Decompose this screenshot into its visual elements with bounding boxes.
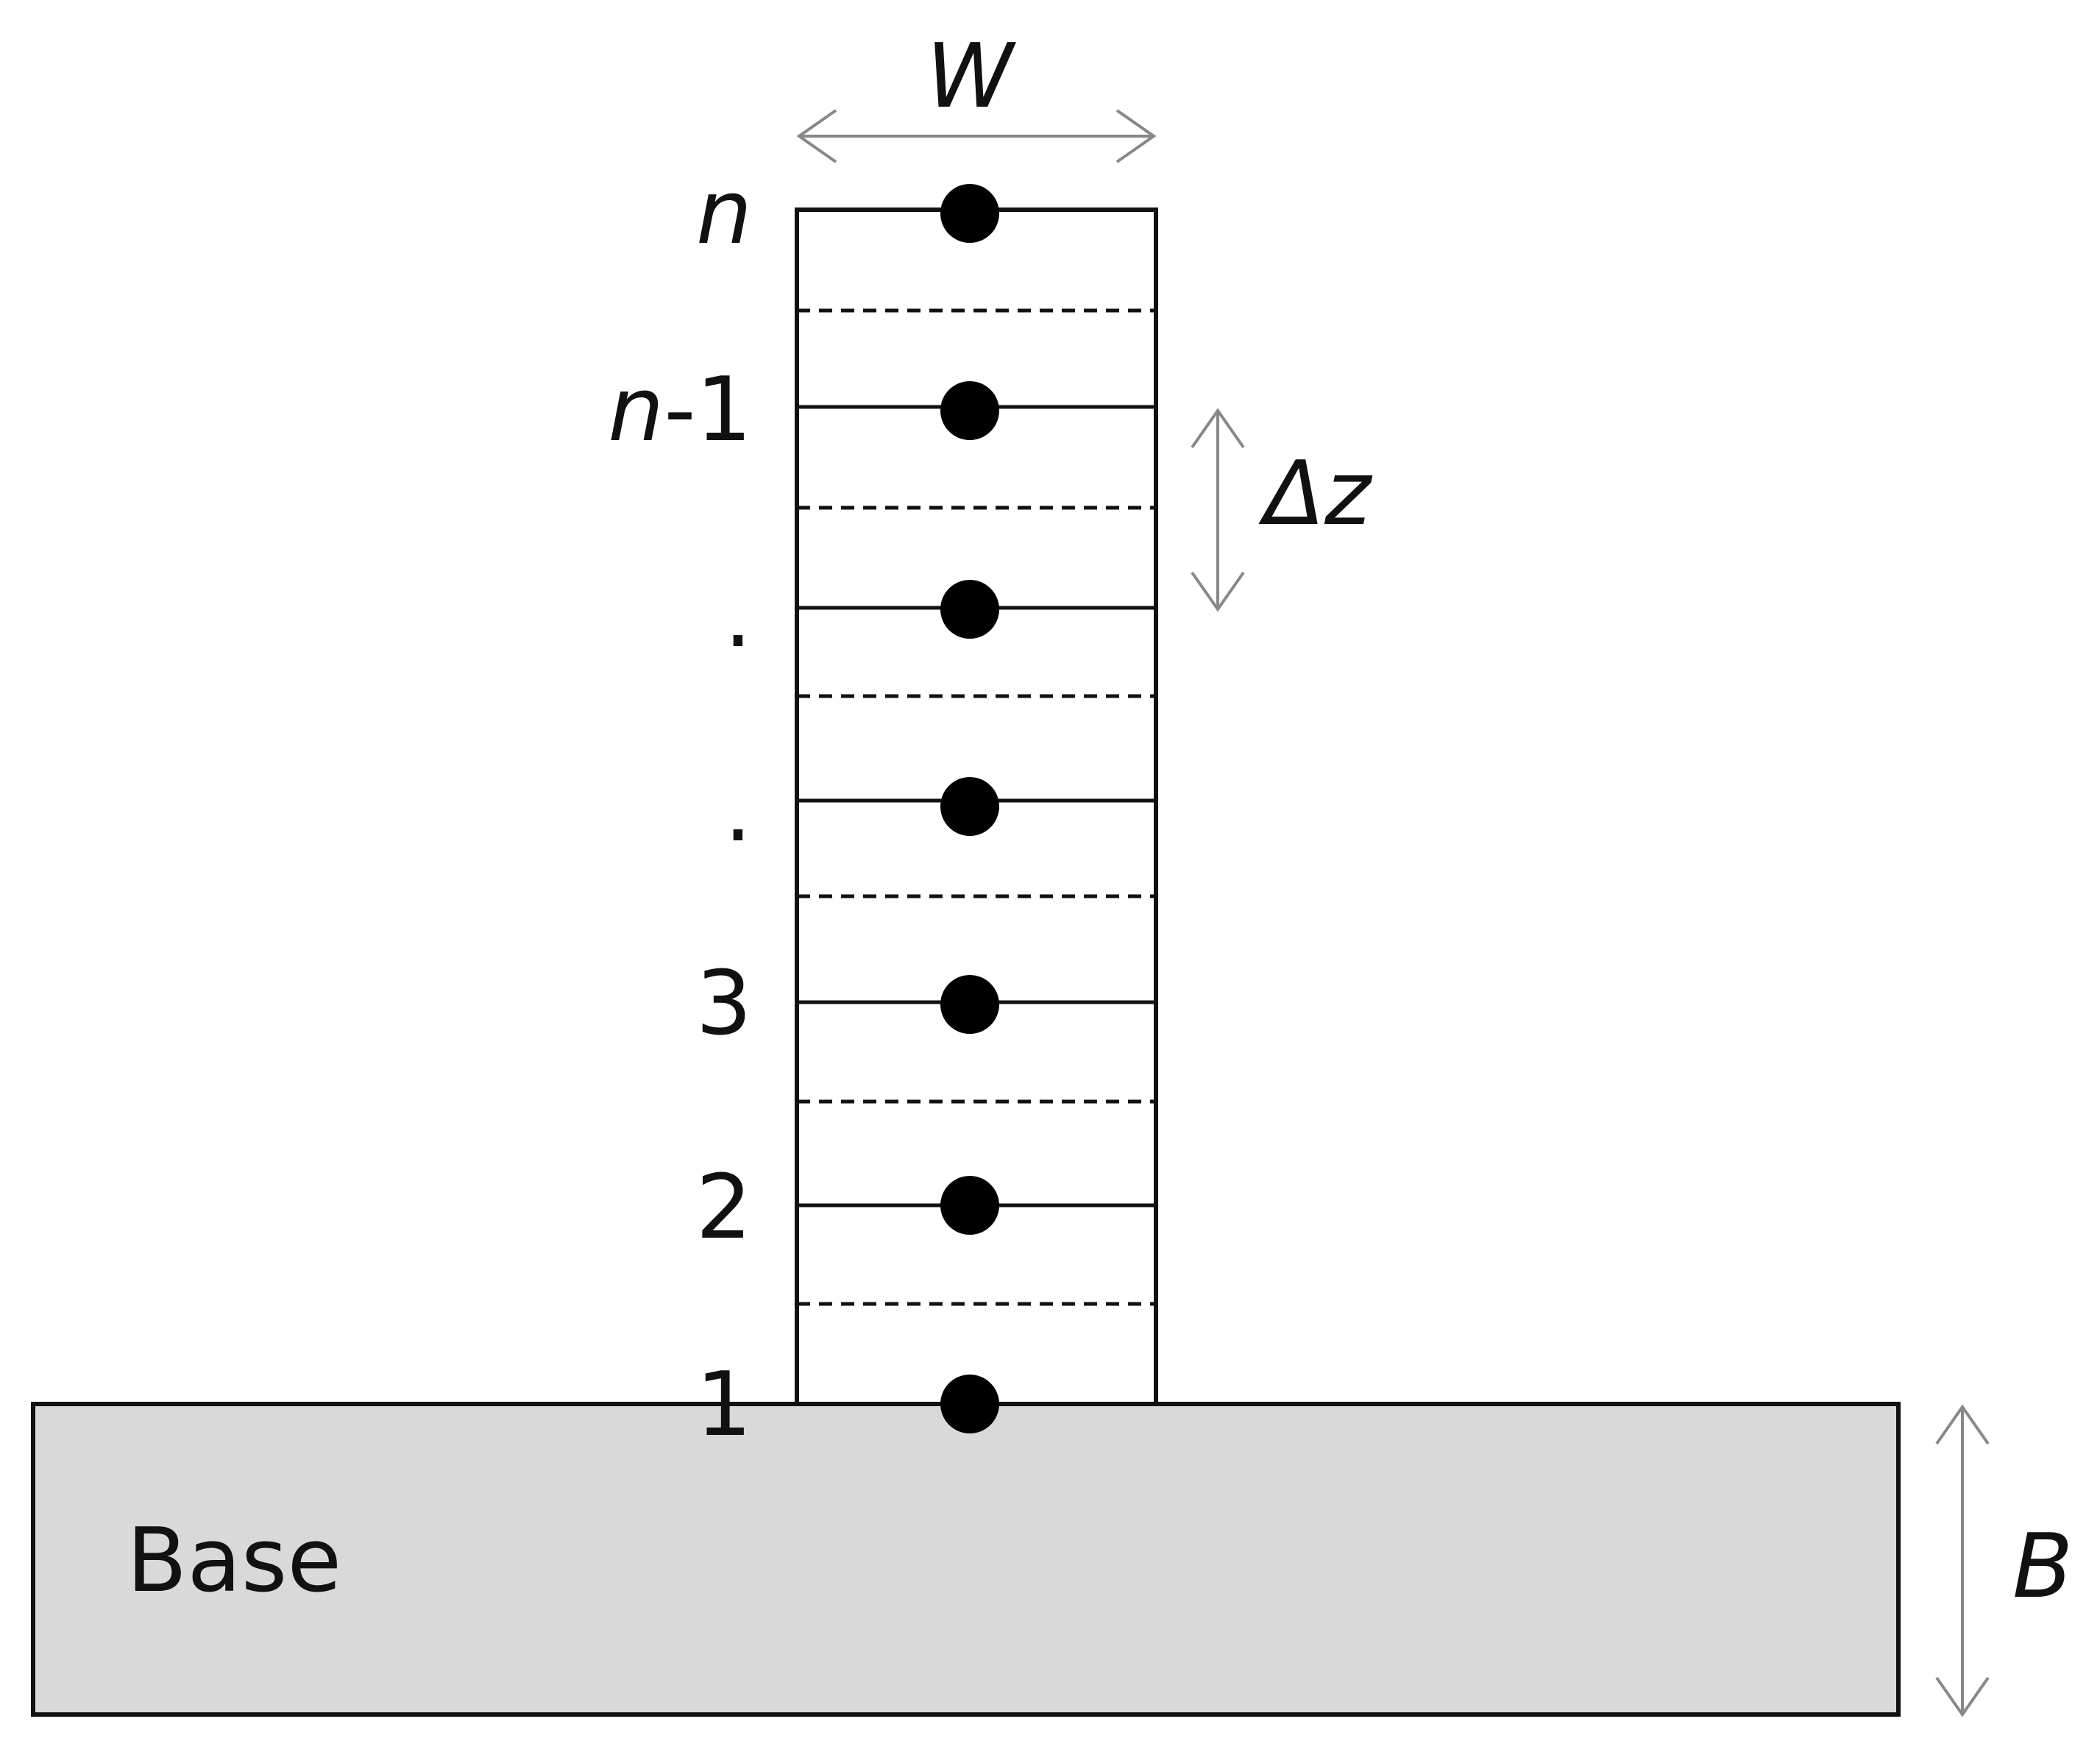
node-label-ellipsis-dot: .	[724, 759, 752, 862]
node-dot	[940, 184, 999, 243]
node-label-3: 3	[696, 953, 752, 1055]
base-thickness-label: B	[2012, 1516, 2073, 1618]
arrowhead-up	[1191, 408, 1245, 449]
node-labels: n n-1 . . 3 2 1	[608, 162, 752, 1456]
base-plate	[31, 1402, 1901, 1717]
base-label: Base	[127, 1510, 341, 1612]
node-dot	[940, 381, 999, 440]
arrowhead-up	[1935, 1404, 1990, 1445]
node-label-1: 1	[696, 1354, 752, 1456]
node-label-minus-one: -1	[664, 359, 752, 461]
base-thickness-dimension	[1935, 1404, 1990, 1717]
node-dot	[940, 975, 999, 1034]
node-label-ellipsis-dot: .	[724, 565, 752, 667]
nodes	[940, 184, 999, 1433]
node-dot	[940, 777, 999, 836]
arrowhead-down	[1935, 1676, 1990, 1717]
arrowhead-right	[1115, 109, 1157, 163]
arrowhead-down	[1191, 571, 1245, 612]
spacing-label: Δz	[1258, 443, 1373, 545]
node-dot	[940, 1176, 999, 1235]
node-dot	[940, 580, 999, 639]
node-label-n-minus-1: n-1	[608, 359, 752, 461]
node-label-n: n	[696, 162, 752, 264]
control-volume-boundaries	[797, 308, 1156, 1306]
node-label-2: 2	[696, 1157, 752, 1259]
width-label: W	[926, 26, 1017, 128]
arrowhead-left	[796, 109, 837, 163]
spacing-dimension	[1191, 408, 1245, 612]
node-label-n-italic: n	[608, 359, 664, 461]
node-dot	[940, 1375, 999, 1433]
width-dimension	[796, 109, 1157, 163]
